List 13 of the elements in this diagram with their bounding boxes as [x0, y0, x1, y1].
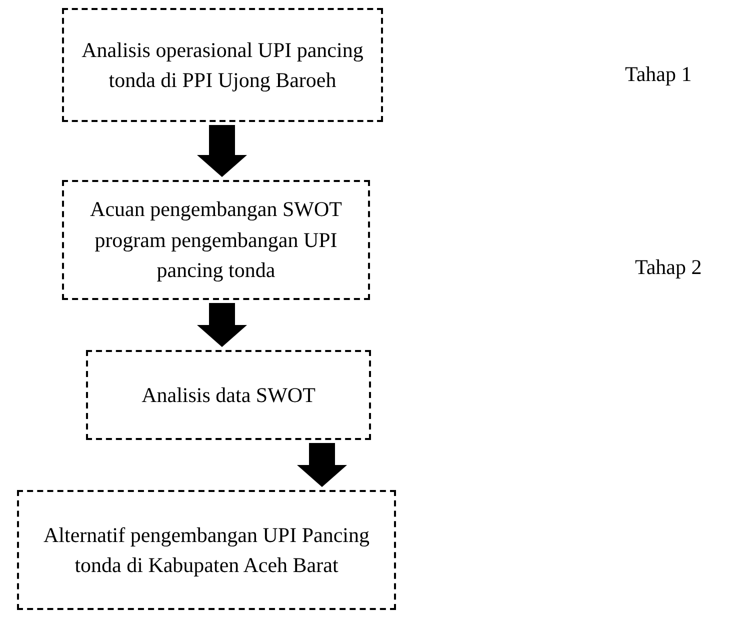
process-box: [62, 180, 370, 300]
process-box: [86, 350, 371, 440]
box-text: Alternatif pengembangan UPI Pancing tonda di Kabupaten Aceh Barat: [42, 522, 370, 579]
box-text: Analisis operasional UPI pancing tonda di PPI Ujong Baroeh: [80, 36, 364, 94]
block-arrow: [197, 125, 247, 177]
stage-label: Tahap 2: [635, 255, 702, 280]
box-text: Acuan pengembangan SWOT program pengembangan UPI pancing tonda: [89, 196, 343, 284]
box-text: Analisis data SWOT: [140, 382, 316, 409]
block-arrow: [197, 303, 247, 347]
process-box: [17, 490, 396, 610]
process-box: [62, 8, 383, 122]
block-arrow: [297, 443, 347, 487]
stage-label: Tahap 1: [625, 62, 692, 87]
